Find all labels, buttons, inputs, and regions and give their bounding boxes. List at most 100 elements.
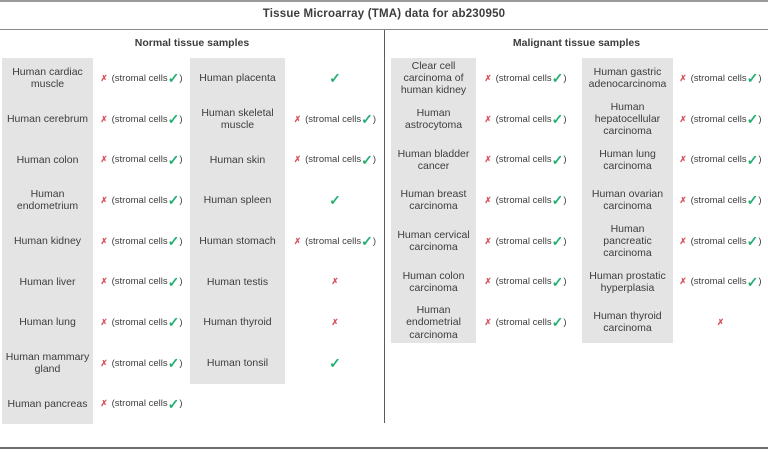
result-x_stromal: ✗(stromal cells ✓ ) (476, 99, 575, 140)
closing-paren: ) (563, 72, 567, 84)
table-row: Human mammary gland✗(stromal cells ✓ ) (2, 342, 190, 384)
negative-x-icon: ✗ (679, 154, 687, 165)
closing-paren: ) (563, 154, 567, 166)
table-row: Human pancreas✗(stromal cells ✓ ) (2, 383, 190, 425)
positive-check-icon: ✓ (167, 151, 180, 168)
positive-check-icon: ✓ (551, 192, 564, 209)
table-row: Human ovarian carcinoma✗(stromal cells ✓… (582, 180, 768, 221)
negative-x-icon: ✗ (484, 154, 492, 165)
closing-paren: ) (563, 235, 567, 247)
tissue-name: Human endometrium (2, 180, 93, 221)
negative-x-icon: ✗ (100, 316, 108, 327)
table-row: Human endometrium✗(stromal cells ✓ ) (2, 180, 190, 221)
negative-x-icon: ✗ (679, 194, 687, 205)
stromal-cells-label: (stromal cells (495, 154, 552, 166)
closing-paren: ) (179, 113, 183, 125)
result-check: ✓ (285, 180, 385, 221)
stromal-cells-label: (stromal cells (111, 276, 168, 288)
stromal-cells-label: (stromal cells (111, 316, 168, 328)
tissue-name: Human stomach (190, 220, 285, 262)
tissue-name: Human pancreas (2, 383, 93, 425)
negative-x-icon: ✗ (484, 235, 492, 246)
stromal-cells-label: (stromal cells (690, 113, 747, 125)
closing-paren: ) (179, 398, 183, 410)
negative-x-icon: ✗ (331, 316, 339, 327)
tissue-name: Human skin (190, 139, 285, 181)
stromal-cells-label: (stromal cells (690, 235, 747, 247)
closing-paren: ) (179, 276, 183, 288)
stromal-cells-label: (stromal cells (111, 194, 168, 206)
negative-x-icon: ✗ (484, 194, 492, 205)
result-x_stromal: ✗(stromal cells ✓ ) (285, 221, 385, 262)
closing-paren: ) (563, 194, 567, 206)
negative-x-icon: ✗ (716, 316, 725, 327)
closing-paren: ) (179, 194, 183, 206)
malignant-section-header: Malignant tissue samples (512, 37, 641, 49)
tissue-name: Human spleen (190, 180, 285, 221)
positive-check-icon: ✓ (329, 70, 341, 87)
stromal-cells-label: (stromal cells (111, 154, 168, 166)
closing-paren: ) (179, 235, 183, 247)
title-underline (0, 29, 768, 30)
result-x_stromal: ✗(stromal cells ✓ ) (93, 99, 190, 140)
result-x_stromal: ✗(stromal cells ✓ ) (93, 343, 190, 384)
tissue-name: Human placenta (190, 58, 285, 99)
tissue-name: Human astrocytoma (391, 98, 476, 140)
closing-paren: ) (179, 316, 183, 328)
stromal-cells-label: (stromal cells (495, 235, 552, 247)
tissue-name: Human kidney (2, 220, 93, 262)
result-x_stromal: ✗(stromal cells ✓ ) (93, 261, 190, 302)
negative-x-icon: ✗ (100, 235, 108, 246)
closing-paren: ) (563, 276, 567, 288)
positive-check-icon: ✓ (329, 355, 341, 372)
table-row: Human lung carcinoma✗(stromal cells ✓ ) (582, 139, 768, 181)
tissue-name: Human thyroid carcinoma (582, 302, 673, 343)
positive-check-icon: ✓ (746, 70, 759, 87)
positive-check-icon: ✓ (167, 273, 180, 290)
result-x_stromal: ✗(stromal cells ✓ ) (93, 139, 190, 180)
negative-x-icon: ✗ (484, 72, 492, 83)
table-row: Human gastric adenocarcinoma✗(stromal ce… (582, 58, 768, 99)
result-x_stromal: ✗(stromal cells ✓ ) (673, 99, 768, 140)
tissue-name: Human skeletal muscle (190, 98, 285, 140)
closing-paren: ) (758, 72, 762, 84)
negative-x-icon: ✗ (679, 72, 687, 83)
table-row: Human astrocytoma✗(stromal cells ✓ ) (391, 98, 575, 140)
result-x_stromal: ✗(stromal cells ✓ ) (93, 302, 190, 343)
tissue-name: Human pancreatic carcinoma (582, 220, 673, 262)
positive-check-icon: ✓ (746, 273, 759, 290)
stromal-cells-label: (stromal cells (690, 194, 747, 206)
result-x_stromal: ✗(stromal cells ✓ ) (476, 180, 575, 221)
positive-check-icon: ✓ (167, 395, 180, 412)
negative-x-icon: ✗ (679, 113, 687, 124)
result-check: ✓ (285, 58, 385, 99)
tissue-name: Human lung carcinoma (582, 139, 673, 181)
closing-paren: ) (179, 357, 183, 369)
normal-tissue-column-2: Human placenta✓Human skeletal muscle✗(st… (190, 58, 385, 384)
closing-paren: ) (758, 113, 762, 125)
stromal-cells-label: (stromal cells (690, 276, 747, 288)
result-x_stromal: ✗(stromal cells ✓ ) (476, 139, 575, 180)
closing-paren: ) (758, 154, 762, 166)
positive-check-icon: ✓ (361, 233, 373, 250)
tissue-name: Human gastric adenocarcinoma (582, 58, 673, 99)
result-x_stromal: ✗(stromal cells ✓ ) (476, 261, 575, 302)
tissue-name: Human cervical carcinoma (391, 220, 476, 262)
normal-tissue-column-1: Human cardiac muscle✗(stromal cells ✓ )H… (2, 58, 190, 425)
table-row: Human skeletal muscle✗(stromal cells ✓ ) (190, 98, 385, 140)
negative-x-icon: ✗ (100, 72, 108, 83)
positive-check-icon: ✓ (329, 192, 341, 209)
normal-section-header: Normal tissue samples (134, 37, 250, 49)
table-row: Human pancreatic carcinoma✗(stromal cell… (582, 220, 768, 262)
tissue-name: Human cardiac muscle (2, 58, 93, 99)
result-x_stromal: ✗(stromal cells ✓ ) (93, 384, 190, 425)
table-row: Human liver✗(stromal cells ✓ ) (2, 261, 190, 303)
closing-paren: ) (372, 113, 376, 125)
stromal-cells-label: (stromal cells (495, 316, 552, 328)
negative-x-icon: ✗ (331, 276, 339, 287)
tissue-name: Human liver (2, 261, 93, 303)
positive-check-icon: ✓ (167, 314, 180, 331)
positive-check-icon: ✓ (746, 233, 759, 250)
negative-x-icon: ✗ (484, 113, 492, 124)
closing-paren: ) (758, 194, 762, 206)
